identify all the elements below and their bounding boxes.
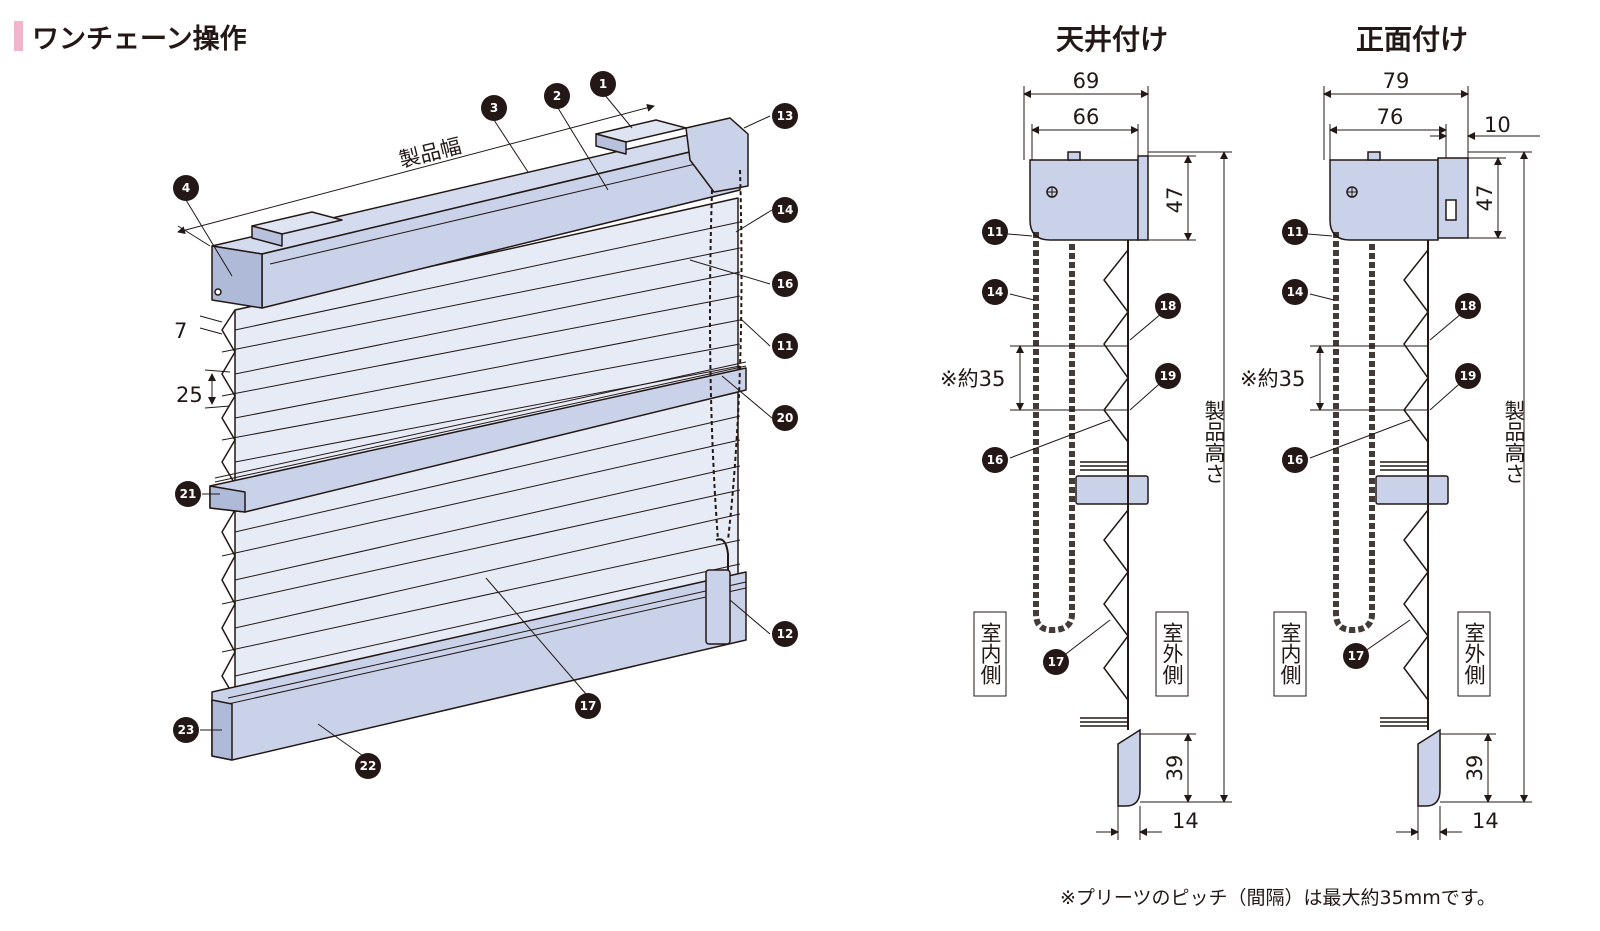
title-accent-bar [14,21,23,51]
mid-rail-end [209,485,246,513]
part-badge-21: 21 [175,481,201,507]
lower-pleat-lines [221,415,741,677]
svg-text:17: 17 [580,699,597,713]
main-width-label: 製品幅 [397,134,464,173]
part-badge-12: 12 [772,621,798,647]
svg-text:23: 23 [178,723,195,737]
svg-text:16: 16 [777,277,794,291]
ceiling-part-17: 17 [1043,649,1069,675]
front-outdoor-label: 室外側 [1462,622,1486,685]
pleat-dim-lines [199,315,231,409]
svg-text:18: 18 [1160,299,1177,313]
operating-chain [709,169,743,541]
svg-text:22: 22 [360,759,377,773]
head-rail-end [211,245,263,309]
ceiling-part-11: 11 [982,219,1008,245]
blind-3d-illustration [209,117,749,761]
svg-text:19: 19 [1460,369,1477,383]
ceiling-outdoor-label: 室外側 [1160,622,1184,685]
view-title-front: 正面付け [1355,23,1468,56]
ceiling-head-height: 47 [1163,187,1187,214]
part-badge-4: 4 [173,175,199,201]
upper-left-zigzag [221,309,236,485]
ceiling-part-16: 16 [982,447,1008,473]
gear-housing [685,117,749,193]
svg-text:14: 14 [777,203,794,217]
svg-text:11: 11 [987,225,1004,239]
svg-text:3: 3 [490,101,498,115]
part-badge-2: 2 [544,83,570,109]
svg-text:4: 4 [182,181,190,195]
part-badge-11: 11 [772,333,798,359]
main-leader-lines [185,93,773,759]
svg-text:11: 11 [1287,225,1304,239]
page-title: ワンチェーン操作 [14,18,247,55]
part-badge-3: 3 [481,95,507,121]
svg-text:16: 16 [987,453,1004,467]
svg-text:16: 16 [1287,453,1304,467]
front-product-height: 製品高さ [1502,400,1526,484]
pleat-depth-label: 7 [174,319,187,343]
svg-text:20: 20 [777,411,794,425]
ceiling-outer-width: 69 [1073,69,1100,93]
part-badge-17: 17 [575,693,601,719]
svg-text:18: 18 [1460,299,1477,313]
front-part-11: 11 [1282,219,1308,245]
svg-text:13: 13 [777,109,794,123]
page-title-text: ワンチェーン操作 [32,23,247,55]
ceiling-pitch: ※約35 [940,367,1005,391]
ceiling-part-18: 18 [1155,293,1181,319]
ceiling-bottom-height: 39 [1163,755,1187,782]
front-part-14: 14 [1282,279,1308,305]
front-part-17: 17 [1343,643,1369,669]
front-offset: 10 [1484,113,1511,137]
part-badge-23: 23 [173,717,199,743]
side-view-ceiling: 69 66 47 39 14 ※約35 製品高さ 室内側 室外側 11 14 1… [940,69,1232,840]
front-pitch: ※約35 [1240,367,1305,391]
front-part-18: 18 [1455,293,1481,319]
svg-text:2: 2 [553,89,561,103]
pleat-pitch-label: 25 [176,383,203,407]
ceiling-product-height: 製品高さ [1202,400,1226,484]
ceiling-inner-width: 66 [1073,105,1100,129]
svg-text:14: 14 [1287,285,1304,299]
svg-text:1: 1 [599,77,607,91]
side-view-front: 79 76 10 47 39 14 ※約35 製品高さ 室内側 室外側 11 1… [1240,69,1540,840]
footnote: ※プリーツのピッチ（間隔）は最大約35mmです。 [1060,887,1496,909]
front-part-19: 19 [1455,363,1481,389]
svg-text:12: 12 [777,627,794,641]
part-badge-20: 20 [772,405,798,431]
lower-left-zigzag [221,509,236,699]
chain-weight [705,569,731,645]
view-title-ceiling: 天井付け [1055,23,1168,56]
svg-text:14: 14 [987,285,1004,299]
front-indoor-label: 室内側 [1278,622,1302,685]
part-badge-16: 16 [772,271,798,297]
main-width-dimension [177,103,655,247]
svg-text:21: 21 [180,487,197,501]
svg-text:19: 19 [1160,369,1177,383]
part-badge-14: 14 [772,197,798,223]
svg-text:11: 11 [777,339,794,353]
front-inner-width: 76 [1377,105,1404,129]
front-bottom-width: 14 [1472,809,1499,833]
part-badge-13: 13 [772,103,798,129]
ceiling-indoor-label: 室内側 [978,622,1002,685]
front-head-height: 47 [1473,185,1497,212]
ceiling-part-14: 14 [982,279,1008,305]
front-outer-width: 79 [1383,69,1410,93]
ceiling-bottom-width: 14 [1172,809,1199,833]
front-bottom-height: 39 [1463,755,1487,782]
svg-text:17: 17 [1048,655,1065,669]
part-badge-22: 22 [355,753,381,779]
ceiling-part-19: 19 [1155,363,1181,389]
svg-text:17: 17 [1348,649,1365,663]
part-badge-1: 1 [590,71,616,97]
front-part-16: 16 [1282,447,1308,473]
